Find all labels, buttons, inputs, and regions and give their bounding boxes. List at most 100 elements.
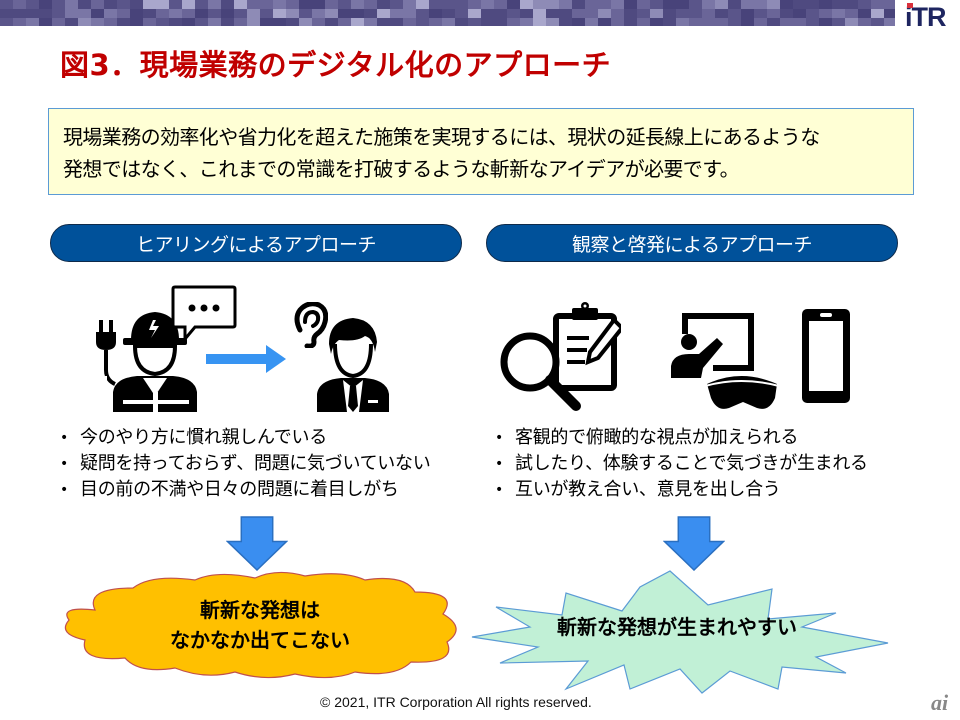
list-item: 目の前の不満や日々の問題に着目しがち: [58, 477, 430, 503]
mosaic-cell: [260, 0, 273, 9]
mosaic-cell: [702, 18, 715, 26]
mosaic-cell: [559, 0, 572, 9]
hearing-bullet-list: 今のやり方に慣れ親しんでいる 疑問を持っておらず、問題に気づいていない 目の前の…: [58, 425, 431, 503]
mosaic-cell: [182, 18, 195, 26]
mosaic-cell: [546, 0, 559, 9]
mosaic-cell: [884, 9, 895, 18]
mosaic-cell: [0, 9, 13, 18]
mosaic-cell: [299, 18, 312, 26]
mosaic-cell: [572, 18, 585, 26]
mosaic-cell: [143, 18, 156, 26]
mosaic-cell: [871, 18, 884, 26]
mosaic-cell: [377, 18, 390, 26]
mosaic-cell: [650, 0, 663, 9]
mosaic-cell: [260, 18, 273, 26]
mosaic-cell: [13, 18, 26, 26]
mosaic-cell: [65, 18, 78, 26]
mosaic-cell: [780, 0, 793, 9]
mosaic-cell: [104, 0, 117, 9]
mosaic-cell: [611, 0, 624, 9]
mosaic-cell: [169, 18, 182, 26]
intro-line: 現場業務の効率化や省力化を超えた施策を実現するには、現状の延長線上にあるような: [63, 125, 820, 149]
mosaic-cell: [195, 0, 208, 9]
mosaic-cell: [65, 0, 78, 9]
mosaic-cell: [325, 0, 338, 9]
mosaic-cell: [871, 0, 884, 9]
mosaic-cell: [234, 0, 247, 9]
mosaic-cell: [689, 9, 702, 18]
mosaic-cell: [0, 0, 13, 9]
mosaic-cell: [351, 18, 364, 26]
mosaic-cell: [130, 0, 143, 9]
mosaic-cell: [559, 18, 572, 26]
mosaic-cell: [208, 18, 221, 26]
mosaic-cell: [247, 0, 260, 9]
mosaic-cell: [520, 18, 533, 26]
mosaic-cell: [442, 18, 455, 26]
mosaic-cell: [598, 18, 611, 26]
mosaic-cell: [767, 9, 780, 18]
mosaic-cell: [741, 18, 754, 26]
mosaic-cell: [325, 18, 338, 26]
mosaic-cell: [208, 0, 221, 9]
mosaic-cell: [637, 18, 650, 26]
result-line: なかなか出てこない: [170, 628, 350, 652]
mosaic-cell: [455, 9, 468, 18]
mosaic-cell: [676, 18, 689, 26]
mosaic-cell: [286, 0, 299, 9]
mosaic-cell: [130, 18, 143, 26]
mosaic-cell: [494, 0, 507, 9]
mosaic-cell: [845, 9, 858, 18]
mosaic-cell: [468, 0, 481, 9]
mosaic-cell: [793, 0, 806, 9]
mosaic-cell: [273, 0, 286, 9]
mosaic-cell: [312, 9, 325, 18]
mosaic-cell: [585, 18, 598, 26]
mosaic-cell: [13, 0, 26, 9]
mosaic-cell: [390, 18, 403, 26]
mosaic-cell: [26, 0, 39, 9]
mosaic-cell: [650, 18, 663, 26]
mosaic-cell: [39, 9, 52, 18]
list-item: 互いが教え合い、意見を出し合う: [493, 477, 868, 503]
mosaic-cell: [299, 9, 312, 18]
mosaic-cell: [702, 0, 715, 9]
magnifier-icon: [500, 332, 581, 411]
mosaic-cell: [741, 9, 754, 18]
mosaic-cell: [390, 0, 403, 9]
mosaic-cell: [754, 9, 767, 18]
mosaic-cell: [26, 9, 39, 18]
mosaic-cell: [728, 0, 741, 9]
mosaic-cell: [780, 18, 793, 26]
arrow-right-icon: [206, 345, 286, 373]
itr-logo: iTR: [905, 1, 957, 31]
mosaic-cell: [845, 18, 858, 26]
mosaic-cell: [572, 9, 585, 18]
mosaic-cell: [52, 18, 65, 26]
mosaic-cell: [208, 9, 221, 18]
mosaic-cell: [338, 9, 351, 18]
mosaic-cell: [377, 9, 390, 18]
mosaic-cell: [702, 9, 715, 18]
mosaic-cell: [429, 9, 442, 18]
mosaic-cell: [351, 0, 364, 9]
mosaic-cell: [637, 0, 650, 9]
mosaic-cell: [221, 0, 234, 9]
mosaic-cell: [78, 0, 91, 9]
mosaic-cell: [819, 0, 832, 9]
mosaic-cell: [819, 9, 832, 18]
mosaic-cell: [325, 9, 338, 18]
mosaic-cell: [39, 0, 52, 9]
mosaic-cell: [299, 0, 312, 9]
mosaic-cell: [390, 9, 403, 18]
mosaic-cell: [624, 18, 637, 26]
mosaic-cell: [117, 0, 130, 9]
electrician-worker-icon: [96, 312, 197, 412]
mosaic-cell: [286, 18, 299, 26]
mosaic-cell: [806, 18, 819, 26]
businessman-icon: [317, 318, 389, 412]
mosaic-cell: [520, 9, 533, 18]
arrow-down-icon: [663, 516, 725, 571]
mosaic-cell: [715, 18, 728, 26]
mosaic-cell: [247, 18, 260, 26]
